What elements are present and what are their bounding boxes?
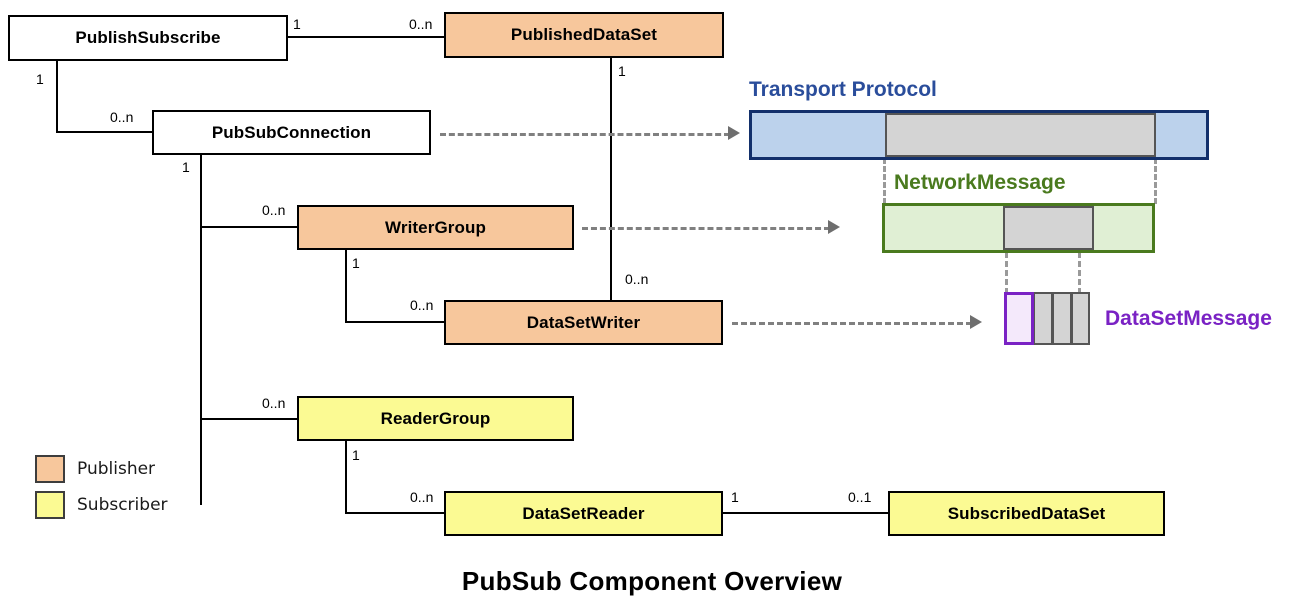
legend-swatch-publisher — [35, 455, 65, 483]
assoc-line-pubsubconnection-trunk — [200, 155, 202, 505]
assoc-line-writergroup-datasetwriter — [345, 321, 445, 323]
class-box-writer-group[interactable]: WriterGroup — [297, 205, 574, 250]
dataset-message-bar — [1004, 292, 1090, 345]
dsm-field-segment-2 — [1053, 292, 1072, 345]
multiplicity-pubsubconnection-0n: 0..n — [110, 109, 134, 125]
transport-payload-segment — [885, 113, 1156, 157]
legend-swatch-subscriber — [35, 491, 65, 519]
assoc-line-readergroup-datasetreader — [345, 512, 445, 514]
multiplicity-datasetwriter-0n: 0..n — [410, 297, 434, 313]
legend-label-publisher: Publisher — [77, 459, 156, 479]
network-payload-segment — [1003, 206, 1094, 250]
arrowhead-writergroup-to-networkmessage — [828, 220, 840, 234]
class-box-subscribed-dataset[interactable]: SubscribedDataSet — [888, 491, 1165, 536]
assoc-line-datasetreader-subscribeddataset — [723, 512, 889, 514]
multiplicity-readergroup-1: 1 — [352, 447, 360, 463]
guide-transport-to-network-left — [883, 158, 886, 204]
class-box-publish-subscribe[interactable]: PublishSubscribe — [8, 15, 288, 61]
arrowhead-datasetwriter-to-datasetmessage — [970, 315, 982, 329]
dsm-header-segment — [1004, 292, 1034, 345]
multiplicity-pubsubconnection-1: 1 — [182, 159, 190, 175]
assoc-line-publishsubscribe-down — [56, 61, 58, 133]
transport-protocol-bar — [749, 110, 1209, 160]
arrowhead-connection-to-transport — [728, 126, 740, 140]
class-box-published-dataset[interactable]: PublishedDataSet — [444, 12, 724, 58]
class-box-pubsub-connection[interactable]: PubSubConnection — [152, 110, 431, 155]
network-header-segment — [885, 206, 1003, 250]
multiplicity-writergroup-1: 1 — [352, 255, 360, 271]
dashed-arrow-writergroup-to-networkmessage — [582, 227, 830, 230]
class-box-reader-group[interactable]: ReaderGroup — [297, 396, 574, 441]
guide-network-to-dsm-left — [1005, 252, 1008, 294]
multiplicity-publisheddataset-datasetwriter-0n: 0..n — [625, 271, 649, 287]
multiplicity-publisheddataset-1: 1 — [618, 63, 626, 79]
assoc-line-writergroup-down — [345, 250, 347, 322]
multiplicity-subscribeddataset-01: 0..1 — [848, 489, 872, 505]
multiplicity-readergroup-0n: 0..n — [262, 395, 286, 411]
assoc-line-pubsubconnection-readergroup — [200, 418, 298, 420]
class-box-dataset-writer[interactable]: DataSetWriter — [444, 300, 723, 345]
transport-protocol-title: Transport Protocol — [749, 78, 937, 101]
diagram-caption: PubSub Component Overview — [461, 566, 843, 596]
guide-network-to-dsm-right — [1078, 252, 1081, 294]
assoc-line-readergroup-down — [345, 441, 347, 513]
assoc-line-publishsubscribe-publisheddataset — [288, 36, 445, 38]
dsm-field-segment-1 — [1034, 292, 1053, 345]
multiplicity-publishsubscribe-1: 1 — [293, 16, 301, 32]
network-message-title: NetworkMessage — [894, 171, 1066, 194]
assoc-line-pubsubconnection-writergroup — [200, 226, 298, 228]
dataset-message-title: DataSetMessage — [1105, 307, 1272, 330]
multiplicity-publisheddataset-0n: 0..n — [409, 16, 433, 32]
class-box-dataset-reader[interactable]: DataSetReader — [444, 491, 723, 536]
multiplicity-datasetreader-0n: 0..n — [410, 489, 434, 505]
network-message-bar — [882, 203, 1155, 253]
multiplicity-publishsubscribe-conn-1: 1 — [36, 71, 44, 87]
assoc-line-publishsubscribe-pubsubconnection — [56, 131, 154, 133]
multiplicity-writergroup-0n: 0..n — [262, 202, 286, 218]
multiplicity-datasetreader-1: 1 — [731, 489, 739, 505]
transport-trailer-segment — [1156, 113, 1206, 157]
legend-label-subscriber: Subscriber — [77, 495, 168, 515]
dashed-arrow-datasetwriter-to-datasetmessage — [732, 322, 972, 325]
dashed-arrow-connection-to-transport — [440, 133, 730, 136]
transport-header-segment — [752, 113, 885, 157]
assoc-line-publisheddataset-datasetwriter — [610, 58, 612, 301]
network-trailer-segment — [1094, 206, 1152, 250]
guide-transport-to-network-right — [1154, 158, 1157, 204]
dsm-field-segment-3 — [1072, 292, 1090, 345]
